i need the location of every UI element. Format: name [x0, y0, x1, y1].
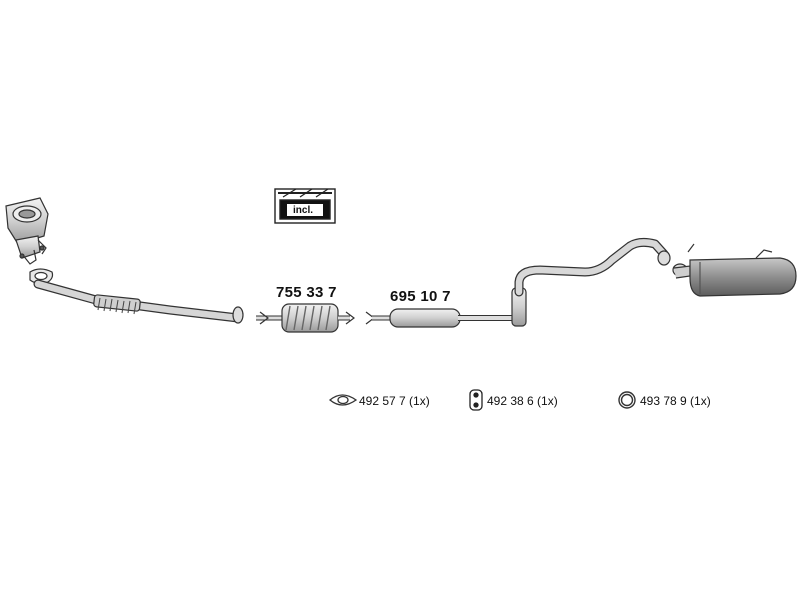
accessory-gasket-label: 492 57 7 (1x) — [359, 394, 430, 408]
rear-silencer — [672, 243, 797, 297]
incl-label: incl. — [293, 205, 314, 216]
catalytic-converter — [256, 303, 355, 333]
flex-section — [93, 294, 141, 315]
front-pipe — [33, 279, 244, 324]
accessory-o-ring-label: 493 78 9 (1x) — [640, 394, 711, 408]
rubber-hanger-icon — [469, 389, 483, 411]
intermediate-pipe — [514, 237, 671, 297]
part-number-catalytic-converter: 755 33 7 — [276, 284, 337, 301]
included-parts-box — [274, 188, 336, 224]
manifold-catalyst — [5, 197, 49, 265]
part-number-middle-silencer: 695 10 7 — [390, 288, 451, 305]
o-ring-icon — [618, 391, 636, 409]
accessory-hanger-label: 492 38 6 (1x) — [487, 394, 558, 408]
middle-silencer — [365, 287, 527, 328]
gasket-ring-icon — [328, 394, 358, 406]
